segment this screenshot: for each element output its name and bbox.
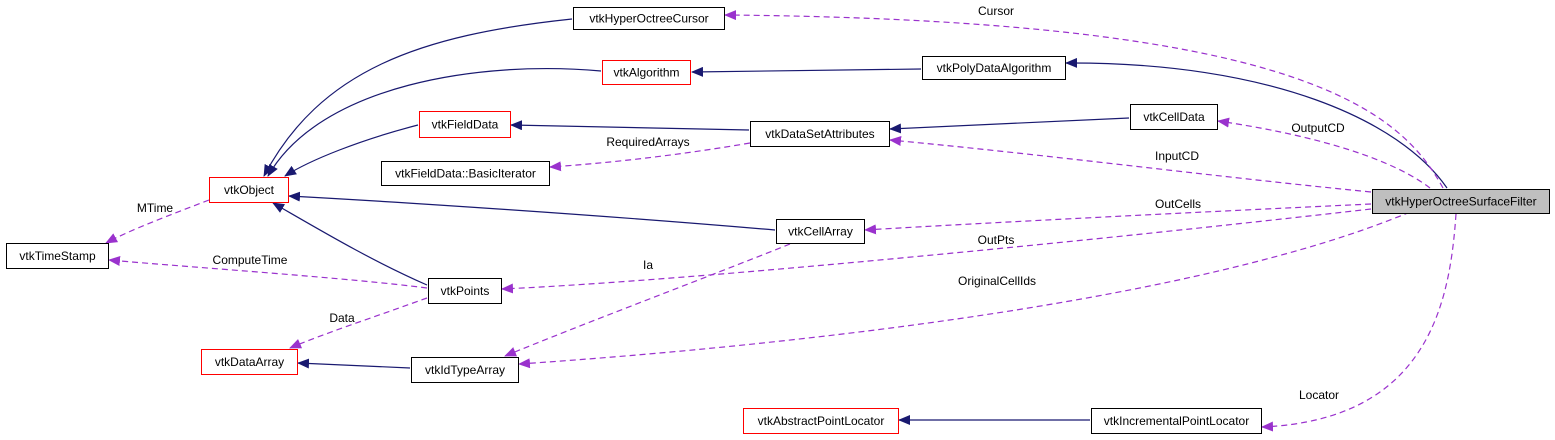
class-node-box xyxy=(1091,408,1262,434)
edge-label-compute-time: ComputeTime xyxy=(213,253,288,267)
class-node-label: vtkFieldData xyxy=(432,118,499,132)
edge-required-arrays xyxy=(549,142,751,172)
class-node-field-data[interactable]: vtkFieldData xyxy=(419,111,511,138)
edge-inh-object-to-algorithm xyxy=(267,67,602,177)
edge-label-out-pts: OutPts xyxy=(978,233,1015,247)
class-node-box xyxy=(602,60,691,85)
edge-inh-object-to-cell-array xyxy=(288,191,776,231)
class-node-label: vtkIncrementalPointLocator xyxy=(1104,414,1249,428)
class-node-box xyxy=(419,111,511,138)
edge-label-m-time: MTime xyxy=(137,201,174,215)
edge-label-out-cells: OutCells xyxy=(1155,197,1201,211)
edge-label-required-arrays: RequiredArrays xyxy=(606,135,689,149)
class-node-label: vtkCellArray xyxy=(788,225,853,239)
class-node-label: vtkObject xyxy=(224,183,275,197)
edge-output-cd xyxy=(1217,117,1431,189)
class-node-box xyxy=(750,121,890,147)
class-node-box xyxy=(573,7,725,30)
edge-label-output-cd: OutputCD xyxy=(1291,121,1345,135)
class-node-label: vtkPolyDataAlgorithm xyxy=(937,61,1052,75)
class-node-box xyxy=(381,161,550,186)
class-node-data-array[interactable]: vtkDataArray xyxy=(201,349,298,375)
edge-compute-time xyxy=(108,255,428,289)
edge-inh-object-to-points xyxy=(272,202,428,286)
class-node-label: vtkTimeStamp xyxy=(19,249,96,263)
class-node-id-type-array[interactable]: vtkIdTypeArray xyxy=(411,357,519,383)
edge-inh-dsa-to-cell-data xyxy=(889,117,1130,134)
class-node-time-stamp[interactable]: vtkTimeStamp xyxy=(6,243,109,269)
edge-inh-poly-to-filter xyxy=(1065,57,1448,189)
class-node-box xyxy=(6,243,109,269)
edge-label-input-cd: InputCD xyxy=(1155,149,1199,163)
edge-label-cursor: Cursor xyxy=(978,4,1014,18)
class-node-label: vtkAbstractPointLocator xyxy=(758,414,885,428)
edge-label-locator: Locator xyxy=(1299,388,1339,402)
edge-cursor xyxy=(724,10,1444,189)
class-node-box xyxy=(922,56,1066,80)
class-node-label: vtkCellData xyxy=(1143,110,1205,124)
class-node-incremental-point-locator[interactable]: vtkIncrementalPointLocator xyxy=(1091,408,1262,434)
class-node-box xyxy=(428,278,502,304)
class-node-label: vtkHyperOctreeCursor xyxy=(589,12,708,26)
class-node-label: vtkPoints xyxy=(441,284,490,298)
edge-data xyxy=(289,297,428,349)
class-node-data-set-attributes[interactable]: vtkDataSetAttributes xyxy=(750,121,890,147)
edge-locator xyxy=(1261,213,1457,432)
edge-m-time xyxy=(105,199,210,244)
class-node-cell-data[interactable]: vtkCellData xyxy=(1130,104,1218,130)
class-node-box xyxy=(1130,104,1218,130)
class-node-surface-filter[interactable]: vtkHyperOctreeSurfaceFilter xyxy=(1372,189,1550,214)
class-node-abstract-point-locator[interactable]: vtkAbstractPointLocator xyxy=(743,408,899,434)
edge-inh-object-to-field-data xyxy=(284,124,419,177)
edge-input-cd xyxy=(889,136,1372,193)
class-node-field-data-iterator[interactable]: vtkFieldData::BasicIterator xyxy=(381,161,550,186)
class-node-label: vtkHyperOctreeSurfaceFilter xyxy=(1385,195,1536,209)
edges-layer xyxy=(105,10,1457,432)
edge-inh-algorithm-to-poly xyxy=(691,66,922,77)
class-node-box xyxy=(776,219,865,244)
class-node-algorithm[interactable]: vtkAlgorithm xyxy=(602,60,691,85)
edge-inh-object-to-cursor xyxy=(263,18,573,177)
edge-out-pts xyxy=(501,208,1372,294)
class-node-label: vtkDataSetAttributes xyxy=(765,127,874,141)
class-node-points[interactable]: vtkPoints xyxy=(428,278,502,304)
edge-label-ia: Ia xyxy=(643,258,653,272)
nodes-layer: vtkHyperOctreeCursor vtkAlgorithm vtkPolyD… xyxy=(6,7,1550,434)
class-node-poly-data-algorithm[interactable]: vtkPolyDataAlgorithm xyxy=(922,56,1066,80)
class-node-object[interactable]: vtkObject xyxy=(209,177,289,203)
class-node-box xyxy=(209,177,289,203)
edge-ia xyxy=(504,243,791,357)
edge-label-original-cell-ids: OriginalCellIds xyxy=(958,274,1036,288)
edge-label-data: Data xyxy=(329,311,355,325)
class-node-label: vtkFieldData::BasicIterator xyxy=(395,167,536,181)
edge-out-cells xyxy=(864,203,1372,235)
edge-inh-data-array-to-id-type xyxy=(297,358,411,369)
class-node-box xyxy=(411,357,519,383)
class-node-hyper-octree-cursor[interactable]: vtkHyperOctreeCursor xyxy=(573,7,725,30)
class-node-cell-array[interactable]: vtkCellArray xyxy=(776,219,865,244)
class-node-label: vtkDataArray xyxy=(215,355,284,369)
edge-original-cell-ids xyxy=(518,211,1411,369)
class-node-label: vtkAlgorithm xyxy=(613,66,679,80)
edge-inh-field-data-to-dsa xyxy=(510,120,750,131)
class-node-box xyxy=(201,349,298,375)
class-node-box xyxy=(1372,189,1550,214)
class-node-label: vtkIdTypeArray xyxy=(425,363,505,377)
class-node-box xyxy=(743,408,899,434)
